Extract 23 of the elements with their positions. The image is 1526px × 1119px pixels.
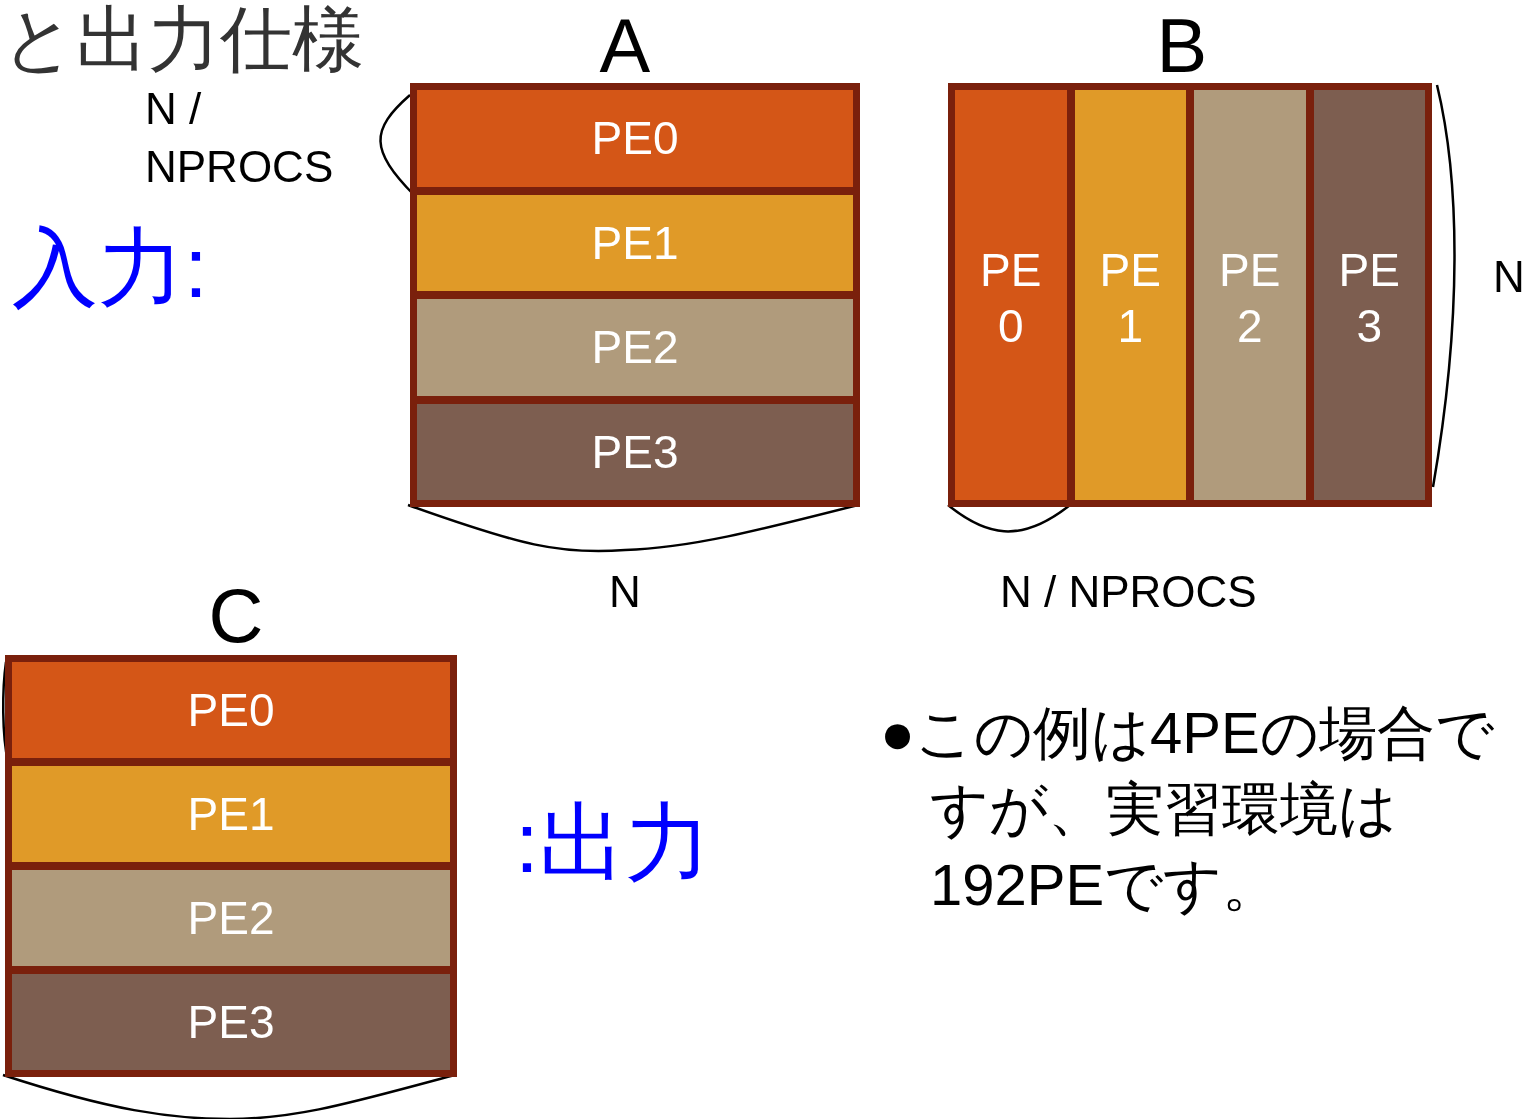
dimension-label: N / NPROCS bbox=[145, 83, 335, 193]
matrix-heading: A bbox=[599, 8, 651, 84]
row-band: PE3 bbox=[8, 970, 454, 1074]
io-label: 入力: bbox=[12, 220, 208, 315]
row-band: PE2 bbox=[413, 295, 857, 400]
title: と出力仕様 bbox=[2, 0, 364, 78]
dimension-label: N bbox=[1493, 251, 1525, 303]
matrix-heading: C bbox=[208, 578, 264, 654]
column-band: PE 0 bbox=[951, 86, 1071, 504]
column-band: PE 2 bbox=[1190, 86, 1310, 504]
dimension-label: N bbox=[609, 566, 641, 618]
row-band: PE1 bbox=[413, 190, 857, 295]
note-text: ●この例は4PEの場合ですが、実習環境は192PEです。 bbox=[880, 699, 1495, 919]
row-band: PE0 bbox=[413, 86, 857, 191]
row-band: PE0 bbox=[8, 658, 454, 762]
matrix-heading: B bbox=[1156, 8, 1208, 84]
row-band: PE2 bbox=[8, 866, 454, 970]
column-band: PE 3 bbox=[1309, 86, 1429, 504]
io-label: :出力 bbox=[515, 795, 711, 890]
row-band: PE1 bbox=[8, 762, 454, 866]
column-band: PE 1 bbox=[1070, 86, 1190, 504]
row-band: PE3 bbox=[413, 399, 857, 504]
dimension-label: N / NPROCS bbox=[1000, 566, 1257, 618]
